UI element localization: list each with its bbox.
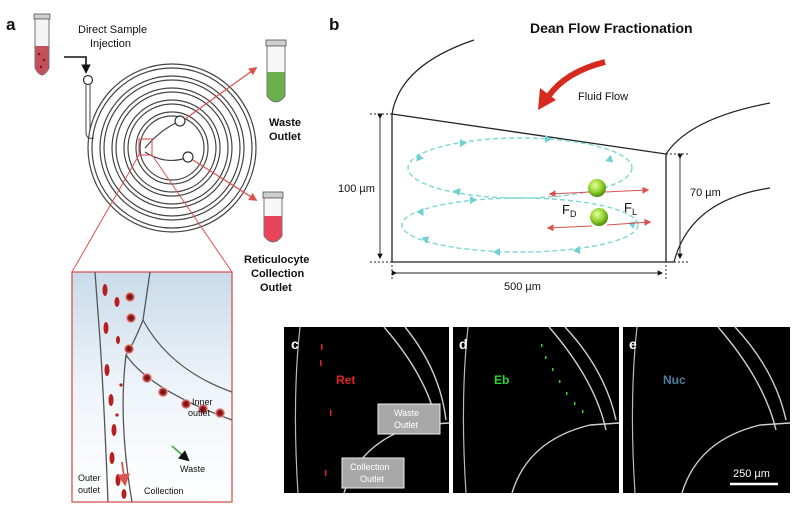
bifurcation-inset	[71, 271, 233, 503]
panel-a-letter: a	[6, 15, 16, 34]
sample-tube-icon	[33, 13, 51, 76]
waste-outlet-line2: Outlet	[269, 131, 301, 143]
zoom-region	[138, 138, 153, 156]
waste-box-line1: Waste	[394, 408, 419, 418]
collection-outlet-box	[341, 457, 405, 489]
waste-outlet-box	[377, 403, 441, 435]
outer-outlet-branch	[144, 151, 187, 162]
lift-force-arrow-bottom	[606, 218, 652, 226]
waste-box-line2: Outlet	[394, 420, 419, 430]
waste-port	[174, 115, 186, 127]
outer-wall-curve	[391, 39, 475, 115]
waste-direction-arrow	[171, 445, 190, 462]
nuc-stain-label: Nuc	[663, 373, 686, 387]
outer-outlet-line1: Outer	[78, 473, 101, 483]
height-right-label: 70 µm	[690, 187, 721, 199]
inner-outlet-line1: Inner	[192, 397, 213, 407]
vortex-direction-arrows	[416, 135, 636, 256]
eb-signal	[541, 344, 584, 413]
panel-b-letter: b	[329, 15, 339, 34]
height-left-label: 100 µm	[338, 183, 375, 195]
panel-d: d Eb	[453, 326, 620, 494]
lift-force-label: FL	[624, 200, 637, 217]
panel-d-letter: d	[459, 336, 468, 352]
waste-arrow-label: Waste	[180, 464, 205, 474]
waste-outlet-line1: Waste	[269, 117, 301, 129]
drag-force-label: FD	[562, 202, 577, 219]
outer-outlet-line2: outlet	[78, 485, 101, 495]
collection-arrow-label: Collection	[144, 486, 184, 496]
collection-arrow	[192, 159, 258, 201]
inner-wall-curve-bottom	[666, 187, 771, 263]
inner-outlet-line2: outlet	[188, 408, 211, 418]
panel-e: e Nuc 250 µm	[623, 326, 791, 494]
reticulocyte-line1: Reticulocyte	[244, 254, 309, 266]
channel-cross-section	[391, 113, 667, 263]
drag-force-arrow-bottom	[546, 224, 593, 232]
spiral-channel	[87, 63, 257, 233]
inner-outlet-branch	[144, 121, 179, 149]
particle-bottom	[590, 208, 608, 226]
fluid-flow-arrow	[545, 59, 606, 99]
injection-arrow	[64, 56, 91, 74]
reticulocyte-signal	[320, 344, 332, 476]
micrograph-d	[453, 327, 619, 493]
waste-tube-icon	[265, 39, 287, 103]
dimension-lines	[370, 113, 690, 280]
width-label: 500 µm	[504, 281, 541, 293]
injection-label-line1: Direct Sample	[78, 24, 147, 36]
panel-e-letter: e	[629, 336, 637, 352]
drag-force-arrow-top	[548, 190, 591, 198]
collection-port	[182, 151, 194, 163]
injection-label-line2: Injection	[90, 38, 131, 50]
zoom-line-left	[71, 154, 140, 273]
red-blood-cells	[102, 284, 127, 499]
collection-tube-icon	[262, 191, 284, 243]
particle-top	[588, 179, 606, 197]
lift-force-arrow-top	[604, 186, 650, 194]
inner-wall-curve-top	[665, 102, 771, 155]
micrograph-e	[623, 327, 790, 493]
inlet-port	[82, 74, 94, 86]
waste-arrow	[184, 67, 258, 120]
reticulocyte-line3: Outlet	[260, 282, 292, 294]
dean-vortices	[401, 137, 639, 253]
panel-a: a Direct Sample Injection	[6, 13, 309, 503]
panel-c-letter: c	[291, 336, 299, 352]
fluid-flow-label: Fluid Flow	[578, 91, 628, 103]
collection-box-line1: Collection	[350, 462, 390, 472]
collection-direction-arrow	[117, 461, 130, 487]
eb-stain-label: Eb	[494, 373, 509, 387]
scale-bar-label: 250 µm	[733, 468, 770, 480]
reticulocyte-line2: Collection	[251, 268, 304, 280]
panel-b-title: Dean Flow Fractionation	[530, 20, 693, 36]
panel-c: c Ret Waste Outlet Collection Outlet	[284, 326, 450, 494]
ret-stain-label: Ret	[336, 373, 355, 387]
zoom-line-right	[151, 154, 233, 273]
reticulocyte-cells	[124, 292, 225, 418]
collection-box-line2: Outlet	[360, 474, 385, 484]
panel-b: b Dean Flow Fractionation Fluid Flow	[329, 15, 771, 293]
